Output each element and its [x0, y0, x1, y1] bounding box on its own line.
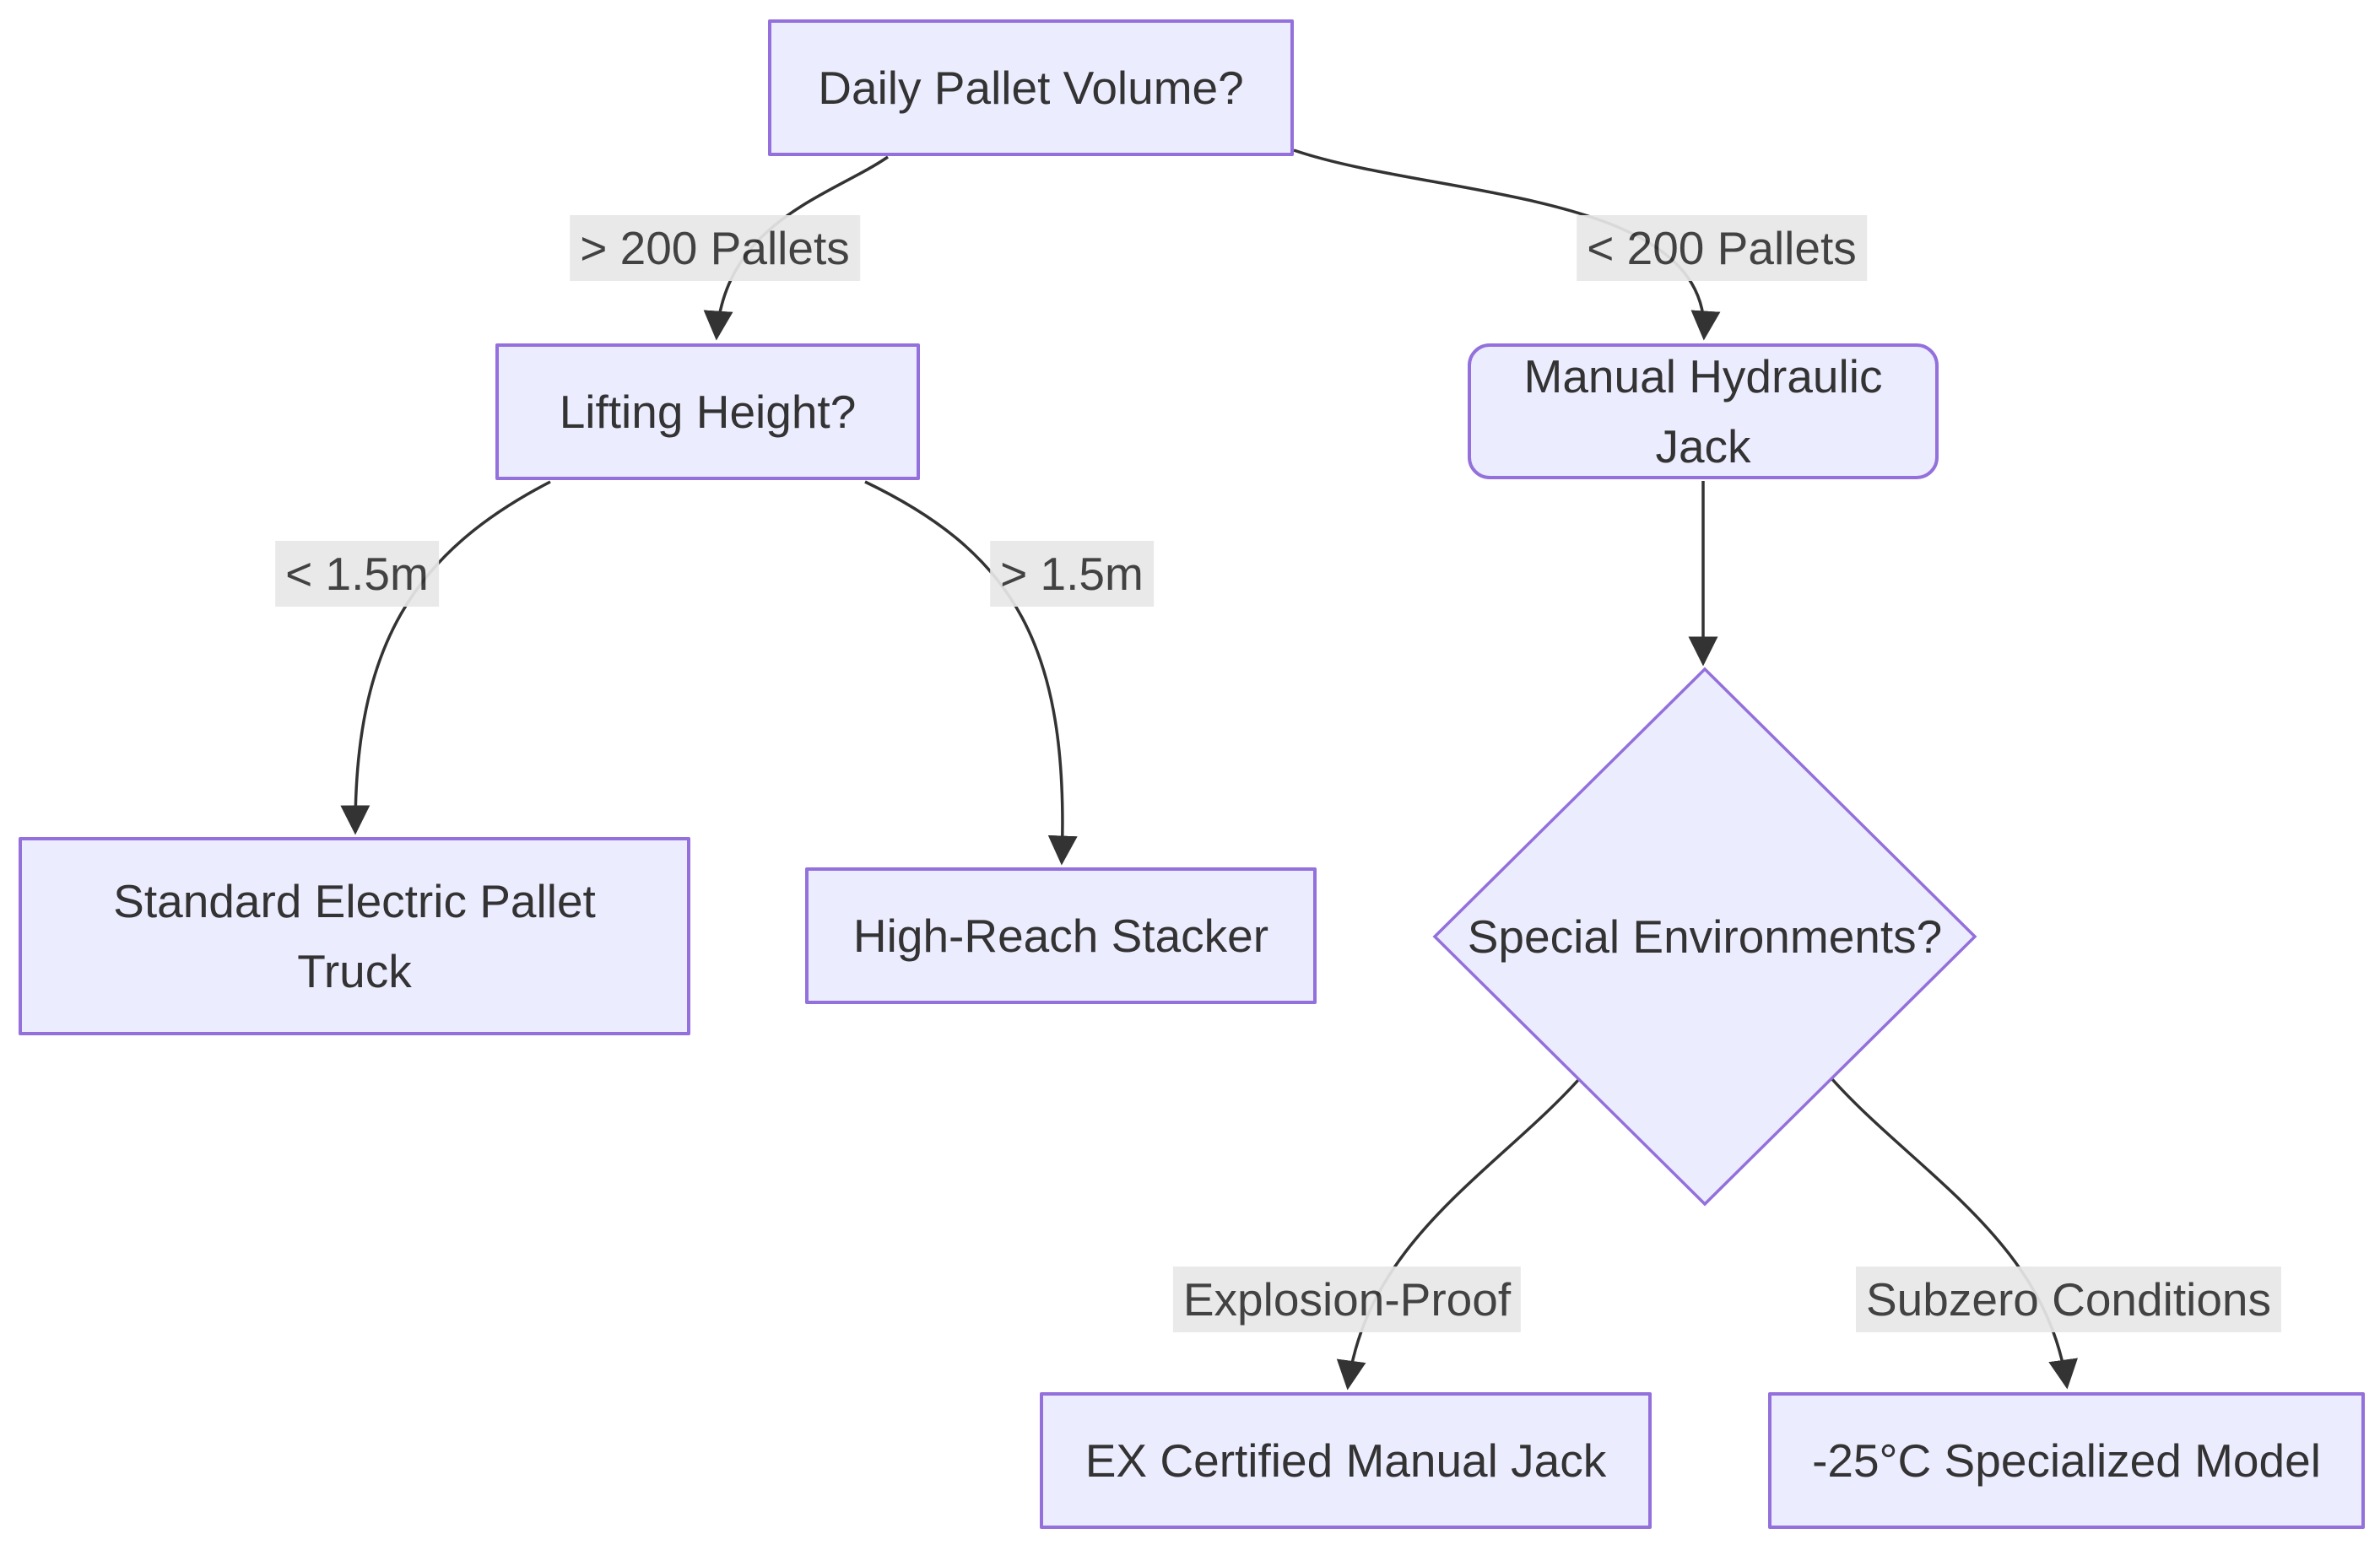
node-special-environments-label: Special Environments? [1409, 894, 2000, 980]
node-label: Lifting Height? [559, 385, 857, 438]
node-lifting-height: Lifting Height? [495, 343, 920, 480]
node-label: Manual Hydraulic Jack [1523, 350, 1883, 473]
edge-label-explosion-proof: Explosion-Proof [1172, 1266, 1522, 1332]
node-label: Standard Electric Pallet Truck [113, 875, 596, 997]
node-high-reach-stacker: High-Reach Stacker [805, 867, 1317, 1004]
edge-special-to-ex [1336, 1078, 1580, 1391]
node-label: Special Environments? [1467, 910, 1943, 963]
node-label: EX Certified Manual Jack [1085, 1434, 1607, 1487]
node-ex-certified-manual-jack: EX Certified Manual Jack [1040, 1392, 1652, 1529]
node-label: High-Reach Stacker [852, 909, 1269, 962]
node-label: Daily Pallet Volume? [818, 61, 1244, 114]
node-minus-25c-specialized-model: -25°C Specialized Model [1768, 1392, 2365, 1529]
edge-lifting-to-standard [340, 480, 551, 835]
edge-label-lt-200-pallets: < 200 Pallets [1577, 215, 1867, 281]
node-standard-electric-pallet-truck: Standard Electric Pallet Truck [19, 837, 690, 1035]
edge-label-gt-200-pallets: > 200 Pallets [570, 215, 860, 281]
edge-label-lt-1-5m: < 1.5m [275, 541, 439, 607]
edge-label-subzero-conditions: Subzero Conditions [1855, 1266, 2282, 1332]
edge-label-gt-1-5m: > 1.5m [990, 541, 1154, 607]
node-manual-hydraulic-jack: Manual Hydraulic Jack [1468, 343, 1939, 479]
edge-special-to-subzero-model [1830, 1077, 2078, 1390]
edge-lifting-to-highreach [864, 480, 1078, 866]
node-daily-pallet-volume: Daily Pallet Volume? [768, 19, 1294, 156]
edge-daily-to-manual [1293, 149, 1721, 341]
node-label: -25°C Specialized Model [1812, 1434, 2321, 1487]
node-special-environments-shape [1432, 667, 1977, 1207]
